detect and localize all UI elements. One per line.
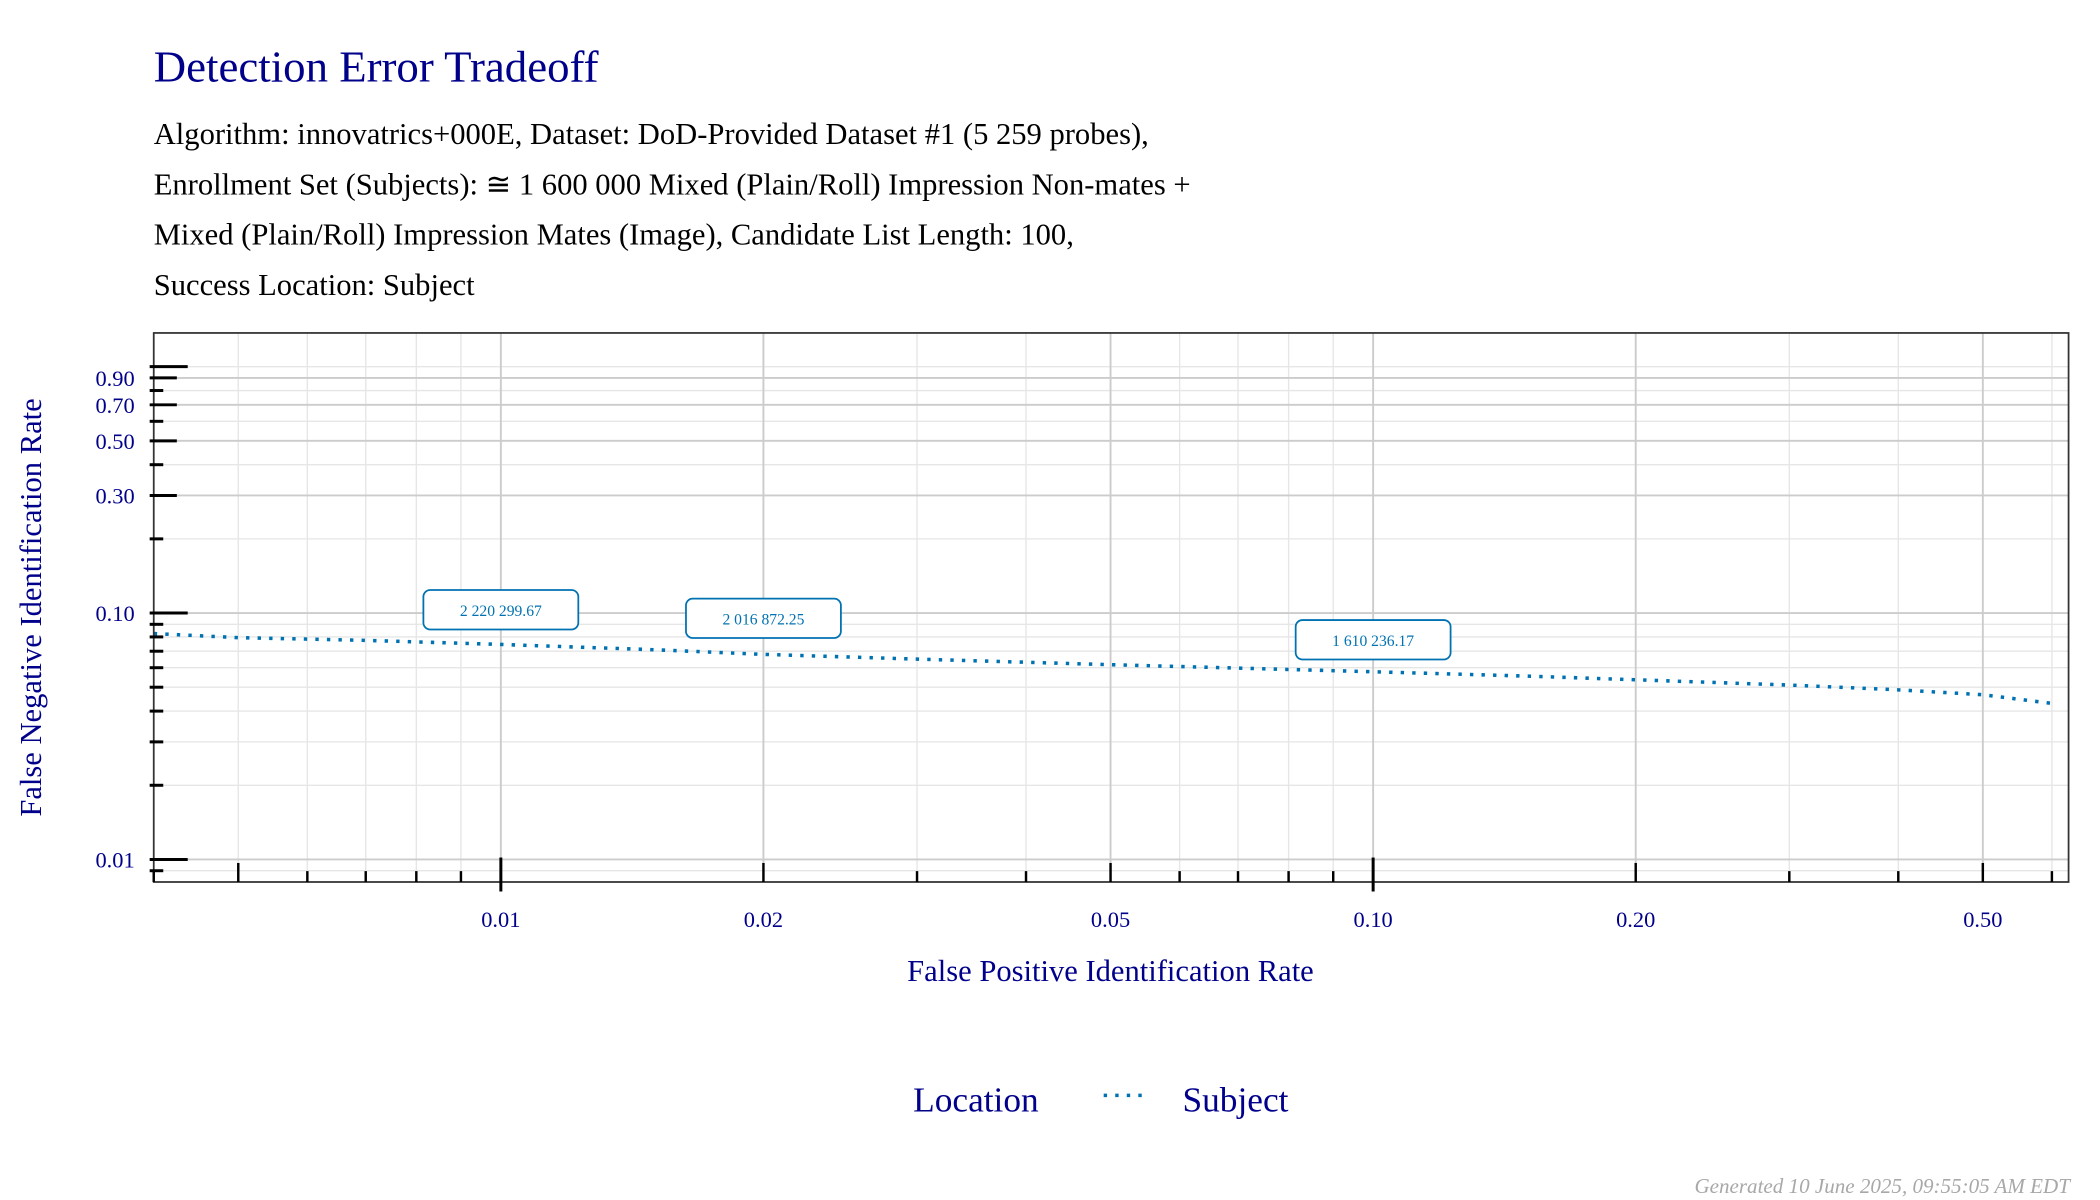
annotation-text: 2 016 872.25 (722, 611, 804, 628)
x-tick-label: 0.20 (1616, 907, 1655, 932)
subtitle-line-4: Success Location: Subject (154, 268, 475, 302)
series-line-subject (153, 631, 2053, 706)
generated-timestamp: Generated 10 June 2025, 09:55:05 AM EDT (1694, 1174, 2071, 1198)
annotation-box (422, 589, 580, 631)
x-axis-label: False Positive Identification Rate (907, 954, 1314, 988)
annotation-text: 2 220 299.67 (460, 603, 542, 620)
y-tick-label: 0.50 (95, 429, 134, 454)
chart-title: Detection Error Tradeoff (154, 42, 599, 92)
legend-entry-subject[interactable]: Subject (1183, 1081, 1289, 1120)
subtitle-line-3: Mixed (Plain/Roll) Impression Mates (Ima… (154, 218, 1074, 252)
annotation-box (1294, 619, 1452, 661)
y-tick-label: 0.70 (95, 393, 134, 418)
legend-title: Location (913, 1081, 1039, 1120)
x-tick-label: 0.05 (1091, 907, 1130, 932)
y-tick-label: 0.01 (95, 848, 134, 873)
x-tick-label: 0.50 (1963, 907, 2002, 932)
annotation-label: 1 610 236.17 (1294, 619, 1452, 661)
x-tick-label: 0.01 (481, 907, 520, 932)
axis-ticks: 0.01 0.02 0.05 0.10 0.20 0.50 0.01 0.10 0.30 0.50… (95, 365, 2054, 932)
subtitle-line-1: Algorithm: innovatrics+000E, Dataset: Do… (154, 117, 1149, 151)
y-axis-label: False Negative Identification Rate (14, 398, 48, 816)
annotation-box (685, 597, 842, 639)
annotation-label: 2 220 299.67 (422, 589, 580, 631)
subtitle-line-2: Enrollment Set (Subjects): ≅ 1 600 000 M… (154, 167, 1191, 201)
annotation-label: 2 016 872.25 (685, 597, 842, 639)
series-layer (153, 631, 2053, 706)
y-tick-label: 0.30 (95, 484, 134, 509)
annotations: 2 220 299.67 2 016 872.25 1 610 236.17 (422, 589, 1452, 661)
y-tick-label: 0.10 (95, 601, 134, 626)
x-tick-label: 0.02 (744, 907, 783, 932)
x-tick-label: 0.10 (1354, 907, 1393, 932)
y-tick-label: 0.90 (95, 366, 134, 391)
annotation-text: 1 610 236.17 (1332, 633, 1414, 650)
grid (153, 332, 2069, 882)
